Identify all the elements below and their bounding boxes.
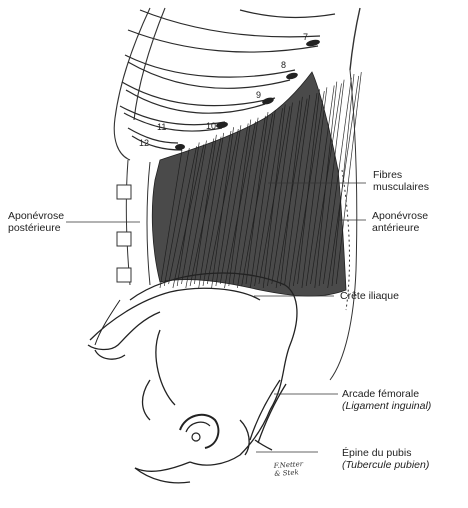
- artist-signature: F.Netter & Stek: [273, 460, 303, 478]
- label-apon-ant-line1: Aponévrose: [372, 210, 428, 222]
- rib-number-7: 7: [303, 32, 308, 42]
- label-crete-text: Crête iliaque: [340, 290, 399, 302]
- label-epine-line2: (Tubercule pubien): [342, 459, 429, 471]
- posterior-aponeurosis: [117, 160, 150, 285]
- obturator-foramen: [180, 415, 218, 448]
- label-arcade-line1: Arcade fémorale: [342, 388, 431, 400]
- label-arcade-line2: (Ligament inguinal): [342, 400, 431, 412]
- rib-number-10: 10: [206, 121, 216, 131]
- rib-number-9: 9: [256, 90, 261, 100]
- label-fibres-line2: musculaires: [373, 181, 429, 193]
- rib-number-8: 8: [281, 60, 286, 70]
- rib-number-12: 12: [139, 138, 149, 148]
- label-apon-post-line2: postérieure: [8, 222, 64, 234]
- label-arcade-femorale: Arcade fémorale (Ligament inguinal): [342, 388, 431, 412]
- muscle-fibre-line: [336, 72, 361, 284]
- rib-number-11: 11: [157, 122, 166, 132]
- label-fibres-musculaires: Fibres musculaires: [373, 169, 429, 193]
- label-aponevrose-anterieure: Aponévrose antérieure: [372, 210, 428, 234]
- label-epine-du-pubis: Épine du pubis (Tubercule pubien): [342, 447, 429, 471]
- label-apon-post-line1: Aponévrose: [8, 210, 64, 222]
- label-apon-ant-line2: antérieure: [372, 222, 428, 234]
- label-epine-line1: Épine du pubis: [342, 447, 429, 459]
- label-crete-iliaque: Crête iliaque: [340, 290, 399, 302]
- label-aponevrose-posterieure: Aponévrose postérieure: [8, 210, 64, 234]
- muscle-fibres: [152, 72, 361, 296]
- pelvis: [88, 273, 297, 483]
- label-fibres-line1: Fibres: [373, 169, 429, 181]
